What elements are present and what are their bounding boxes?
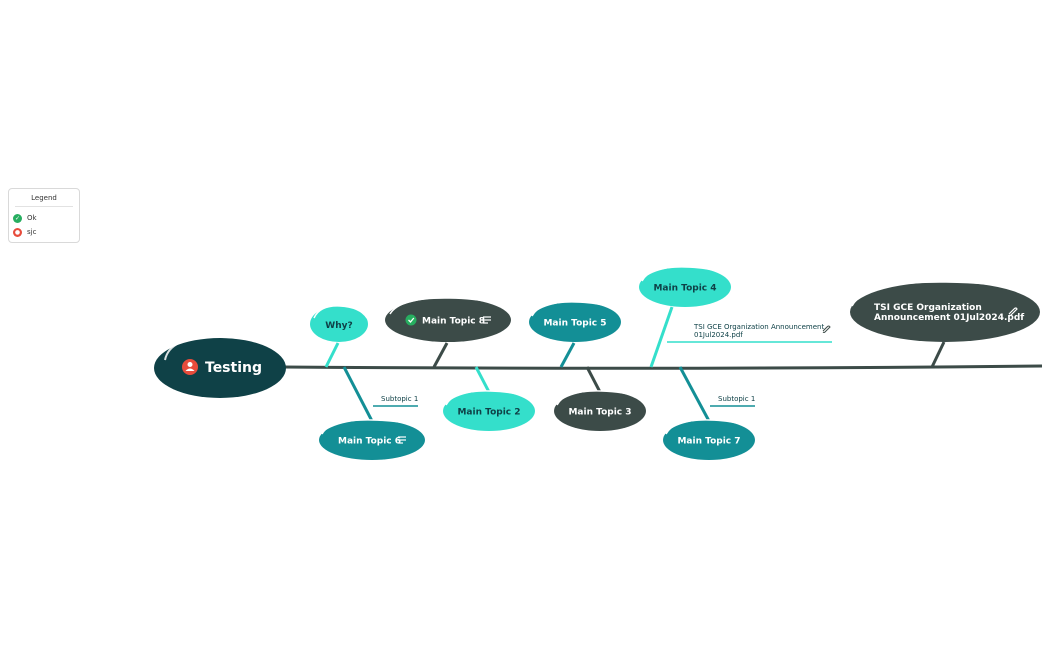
bone-t3 — [585, 366, 602, 393]
bone-t5 — [559, 342, 576, 368]
topic-label: Main Topic 2 — [457, 408, 520, 418]
topic-main-4[interactable]: Main Topic 4 — [639, 266, 731, 307]
paperclip-icon — [1008, 307, 1018, 317]
legend-item-sjc: ● sjc — [13, 225, 79, 239]
topic-main-6[interactable]: Main Topic 6 — [319, 419, 426, 460]
topic-main-3[interactable]: Main Topic 3 — [554, 390, 646, 431]
notes-icon — [398, 436, 406, 444]
bone-t7 — [678, 366, 711, 422]
attachment-line2: 01Jul2024.pdf — [694, 331, 743, 339]
subtopic-s6[interactable]: Subtopic 1 — [381, 395, 418, 403]
bone-t8 — [432, 342, 449, 368]
legend-item-label: Ok — [27, 214, 37, 222]
topic-main-7[interactable]: Main Topic 7 — [663, 419, 755, 460]
topic-label: Main Topic 5 — [543, 319, 606, 329]
root-label: Testing — [205, 360, 262, 376]
bone-t6 — [342, 366, 374, 422]
person-icon: ● — [13, 227, 22, 237]
legend-item-label: sjc — [27, 228, 37, 236]
bone-t2 — [474, 366, 491, 393]
topic-label: Main Topic 8 — [422, 317, 485, 327]
root-topic[interactable]: Testing — [154, 335, 286, 398]
topic-label: Main Topic 6 — [338, 437, 401, 447]
legend-panel: Legend ✓ Ok ● sjc — [8, 188, 80, 243]
topic-label: Why? — [325, 321, 352, 331]
topic-why[interactable]: Why? — [310, 305, 368, 342]
legend-item-ok: ✓ Ok — [13, 211, 79, 225]
spine-line — [282, 364, 1043, 370]
topic-label-line2: Announcement 01Jul2024.pdf — [874, 313, 1024, 323]
check-icon — [405, 314, 417, 326]
topic-tsi-announcement[interactable]: TSI GCE Organization Announcement 01Jul2… — [850, 281, 1041, 342]
subtopic-s7[interactable]: Subtopic 1 — [718, 395, 755, 403]
notes-icon — [483, 316, 491, 324]
bone-why — [324, 342, 340, 368]
topic-label: Main Topic 7 — [677, 437, 740, 447]
check-icon: ✓ — [13, 213, 22, 223]
legend-title: Legend — [31, 194, 57, 202]
bone-tsi — [930, 341, 946, 368]
paperclip-icon — [822, 325, 831, 333]
topic-main-2[interactable]: Main Topic 2 — [443, 390, 535, 431]
topic-label: Main Topic 3 — [568, 408, 631, 418]
bone-t4 — [649, 306, 674, 368]
attachment-line1: TSI GCE Organization Announcement — [693, 323, 824, 331]
legend-divider — [15, 206, 73, 207]
topic-label-line1: TSI GCE Organization — [874, 303, 982, 313]
subtopic-attachment[interactable]: TSI GCE Organization Announcement 01Jul2… — [693, 323, 831, 339]
topic-label: Main Topic 4 — [653, 284, 716, 294]
topic-main-5[interactable]: Main Topic 5 — [529, 301, 621, 342]
topic-main-8[interactable]: Main Topic 8 — [385, 297, 511, 342]
